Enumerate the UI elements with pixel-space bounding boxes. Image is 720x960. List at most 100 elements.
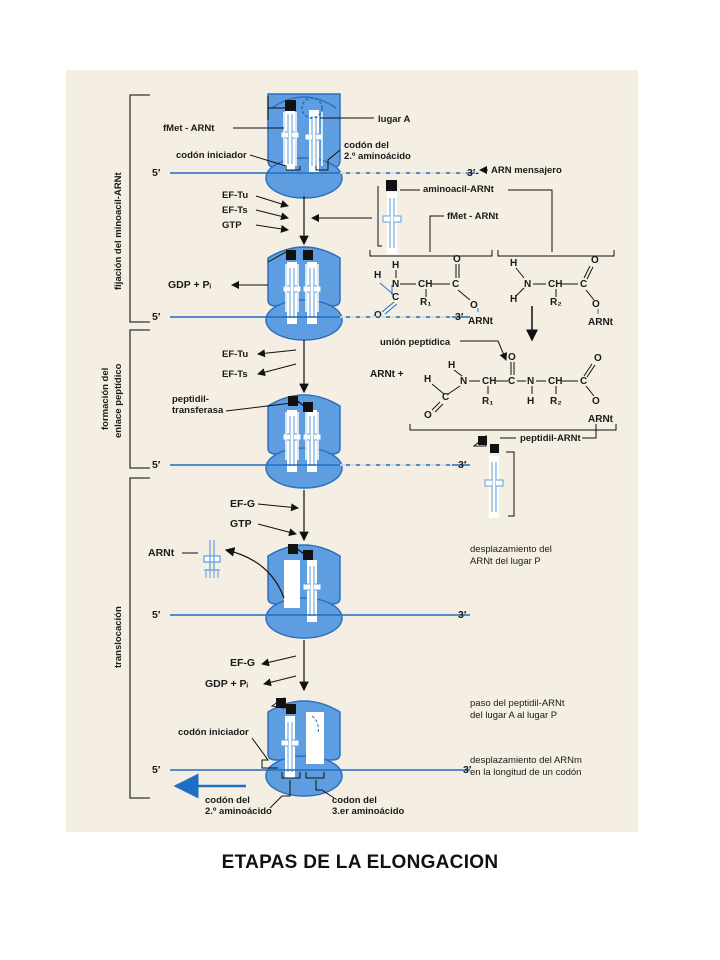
svg-text:CH: CH — [482, 376, 496, 387]
label-codon-2d: 2.º aminoácido — [205, 806, 272, 817]
svg-text:H: H — [448, 360, 455, 371]
label-fmet-arnt: fMet - ARNt — [163, 123, 215, 134]
label-gtp-1: GTP — [222, 220, 242, 231]
svg-text:O: O — [374, 310, 382, 321]
label-desp-arnm-2: en la longitud de un codón — [470, 767, 581, 778]
svg-text:H: H — [424, 374, 431, 385]
svg-text:ARNt +: ARNt + — [370, 369, 404, 380]
svg-text:O: O — [594, 353, 602, 364]
label-fmet-arnt-2: fMet - ARNt — [447, 211, 499, 222]
label-aminoacil-arnt: aminoacil-ARNt — [423, 184, 495, 195]
chem-dipeptide: ARNt + H N CH C O N CH C O O ARNt R₁ H R… — [370, 352, 614, 425]
stage-label-fijacion: fijación del minoacil-ARNt — [113, 171, 124, 290]
mrna-1-3prime: 3′- — [467, 167, 479, 179]
mrna-4-3prime: 3′ — [458, 609, 467, 621]
svg-text:ARNt: ARNt — [588, 317, 614, 328]
label-gdp-pi-2: GDP + Pᵢ — [205, 678, 249, 690]
aminoacil-arnt-molecule — [377, 180, 402, 255]
svg-text:R₂: R₂ — [550, 396, 562, 407]
svg-text:C: C — [452, 279, 459, 290]
label-codon-3a: codon del — [332, 795, 377, 806]
label-codon-2b: 2.º aminoácido — [344, 151, 411, 162]
label-desp-arnt-1: desplazamiento del — [470, 544, 552, 555]
label-desp-arnm-1: desplazamiento del ARNm — [470, 755, 582, 766]
ribosome-3 — [265, 394, 343, 489]
mrna-5-5prime: 5′ — [152, 764, 161, 776]
svg-text:C: C — [442, 392, 449, 403]
svg-text:H: H — [510, 258, 517, 269]
svg-text:N: N — [524, 279, 531, 290]
stage-label-translocacion: translocación — [113, 606, 124, 668]
svg-text:N: N — [392, 279, 399, 290]
label-desp-arnt-2: ARNt del lugar P — [470, 556, 541, 567]
svg-text:C: C — [508, 376, 515, 387]
mrna-2-5prime: 5′ — [152, 311, 161, 323]
label-peptidil-1: peptidil- — [172, 394, 209, 405]
chem-fmet: H N CH C R₁ O O ARNt H C O — [374, 254, 494, 327]
label-codon-2c: codón del — [205, 795, 250, 806]
label-ef-ts-2: EF-Ts — [222, 369, 248, 380]
svg-text:R₁: R₁ — [420, 297, 431, 308]
stage-label-formacion-1: formación del — [100, 368, 111, 430]
label-arn-mensajero: ARN mensajero — [491, 165, 562, 176]
svg-text:H: H — [527, 396, 534, 407]
label-gtp-2: GTP — [230, 518, 252, 530]
free-trna-icon — [203, 540, 221, 578]
figure-caption: ETAPAS DE LA ELONGACION — [221, 852, 499, 873]
svg-text:N: N — [527, 376, 534, 387]
svg-text:O: O — [453, 254, 461, 265]
svg-text:O: O — [470, 300, 478, 311]
svg-text:H: H — [392, 260, 399, 271]
label-codon-iniciador-2: codón iniciador — [178, 727, 249, 738]
label-codon-2a: codón del — [344, 140, 389, 151]
label-ef-ts-1: EF-Ts — [222, 205, 248, 216]
svg-text:C: C — [580, 279, 587, 290]
ribosome-2 — [265, 246, 343, 341]
mrna-3-5prime: 5′ — [152, 459, 161, 471]
ribosome-1 — [265, 93, 343, 199]
label-codon-3b: 3.er aminoácido — [332, 806, 405, 817]
mrna-2-3prime: 3′ — [455, 311, 464, 323]
label-ef-tu-1: EF-Tu — [222, 190, 248, 201]
svg-text:O: O — [508, 352, 516, 363]
svg-text:H: H — [510, 294, 517, 305]
label-ef-g-1: EF-G — [230, 498, 255, 510]
mrna-4-5prime: 5′ — [152, 609, 161, 621]
svg-text:CH: CH — [548, 376, 562, 387]
svg-text:R₁: R₁ — [482, 396, 493, 407]
mrna-3-3prime: 3′ — [458, 459, 467, 471]
svg-text:H: H — [374, 270, 381, 281]
svg-text:CH: CH — [548, 279, 562, 290]
stage-brackets — [129, 94, 150, 799]
figure-panel — [66, 70, 638, 832]
svg-text:O: O — [424, 410, 432, 421]
stage-label-formacion-2: enlace peptídico — [113, 363, 124, 438]
label-lugar-a: lugar A — [378, 114, 411, 125]
label-codon-iniciador: codón iniciador — [176, 150, 247, 161]
fmet-square-icon — [285, 100, 296, 111]
label-peptidil-arnt: peptidil-ARNt — [520, 433, 582, 444]
svg-text:ARNt: ARNt — [468, 316, 494, 327]
mrna-5-3prime: 3′ — [463, 764, 472, 776]
svg-text:R₂: R₂ — [550, 297, 562, 308]
label-ef-tu-2: EF-Tu — [222, 349, 248, 360]
label-gdp-pi-1: GDP + Pᵢ — [168, 279, 212, 291]
chem-aminoacid-2: H N CH C R₂ H O O ARNt — [510, 255, 614, 328]
label-paso-1: paso del peptidil-ARNt — [470, 698, 565, 709]
label-union-peptidica: unión peptídica — [380, 337, 451, 348]
mrna-1-5prime: 5′ — [152, 167, 161, 179]
svg-text:O: O — [592, 299, 600, 310]
label-arnt-free: ARNt — [148, 547, 175, 559]
svg-text:O: O — [591, 255, 599, 266]
svg-text:C: C — [392, 292, 399, 303]
label-peptidil-2: transferasa — [172, 405, 224, 416]
ribosome-5 — [265, 697, 343, 797]
site-a-dashed-circle — [301, 97, 323, 119]
svg-text:CH: CH — [418, 279, 432, 290]
label-paso-2: del lugar A al lugar P — [470, 710, 557, 721]
svg-text:ARNt: ARNt — [588, 414, 614, 425]
peptidil-arnt-molecule — [472, 434, 515, 519]
svg-text:O: O — [592, 396, 600, 407]
ribosome-4 — [265, 544, 343, 639]
